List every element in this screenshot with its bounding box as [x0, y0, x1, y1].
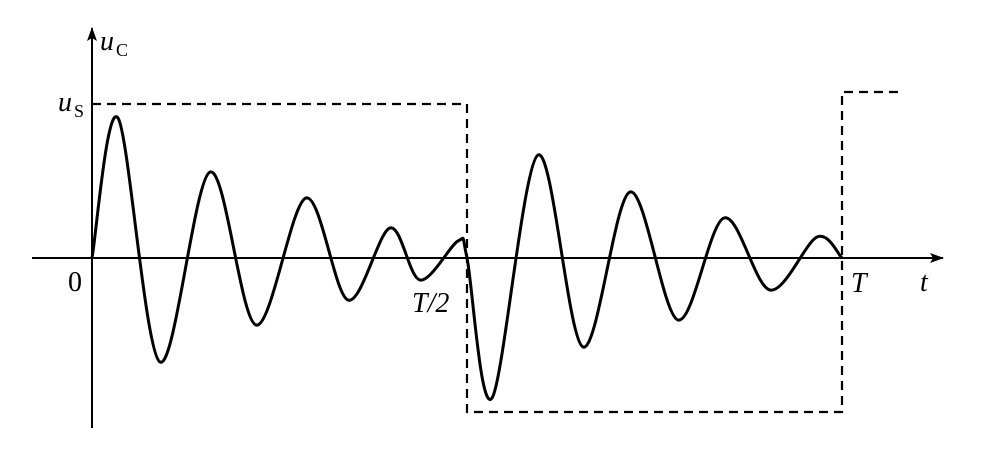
half-period-label: T/2 — [412, 288, 449, 319]
source-level-subscript: S — [74, 101, 84, 121]
source-square-wave — [92, 90, 903, 414]
period-label: T — [851, 268, 869, 299]
capacitor-voltage-curve — [90, 115, 844, 401]
x-axis-label: t — [920, 267, 929, 298]
source-level-label: u — [58, 87, 72, 118]
y-axis-label: u — [100, 26, 114, 57]
y-axis-label-subscript: C — [116, 40, 128, 60]
origin-label: 0 — [68, 267, 82, 298]
